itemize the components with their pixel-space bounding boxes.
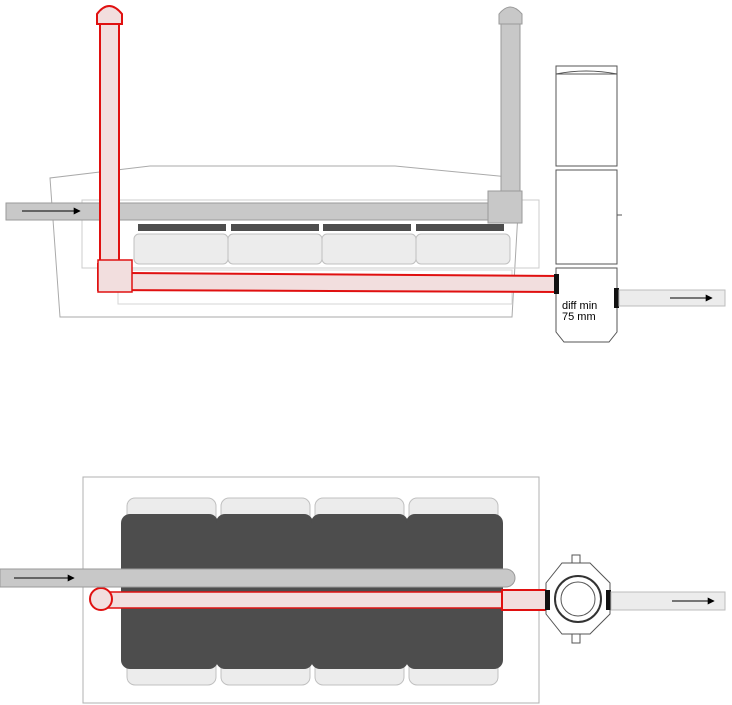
module-body [415,233,511,265]
module-body [133,233,229,265]
red-collector-plan [103,591,553,609]
chamber-section-middle [555,169,618,265]
module-top-bar [416,224,504,231]
red-elbow [97,259,133,293]
red-collector-plan-exit [501,589,551,611]
grey-vent-riser [500,23,521,217]
inspection-chamber-plan [545,554,611,644]
inlet-pipe [5,202,521,221]
infiltration-modules-side [133,224,511,265]
ventilation-cap-icon [96,5,123,25]
chamber-seal-right [606,590,611,610]
chamber-outlet-seal [614,288,619,308]
riser-cap-icon [498,6,523,25]
inlet-pipe-plan [0,568,516,588]
module-top-bar [138,224,226,231]
excavation-outline [49,165,521,318]
chamber-inlet-seal [554,274,559,294]
chamber-base [555,267,618,343]
red-vent-riser [99,23,120,265]
grey-elbow [487,190,523,224]
infiltration-modules-plan [121,497,503,686]
inspection-chamber-icon [554,65,622,343]
side-view [5,5,726,343]
chamber-section-top [555,73,618,167]
plan-view [0,476,726,704]
module-top-bar [231,224,319,231]
chamber-handle-bottom [571,633,581,644]
chamber-ring-inner [560,581,596,617]
module-top-bar [323,224,411,231]
ventilation-riser-plan [89,587,113,611]
diff-label-line1: diff min [562,300,598,312]
outlet-pipe-plan [610,591,726,611]
module-body [227,233,323,265]
diff-label-line2: 75 mm [562,311,596,323]
chamber-seal-left [545,590,550,610]
module-body [321,233,417,265]
inlet-pipe-side [5,6,523,224]
gravel-bed-outline [81,199,540,269]
collection-pipe-side [96,5,559,294]
chamber-lid [555,65,618,75]
